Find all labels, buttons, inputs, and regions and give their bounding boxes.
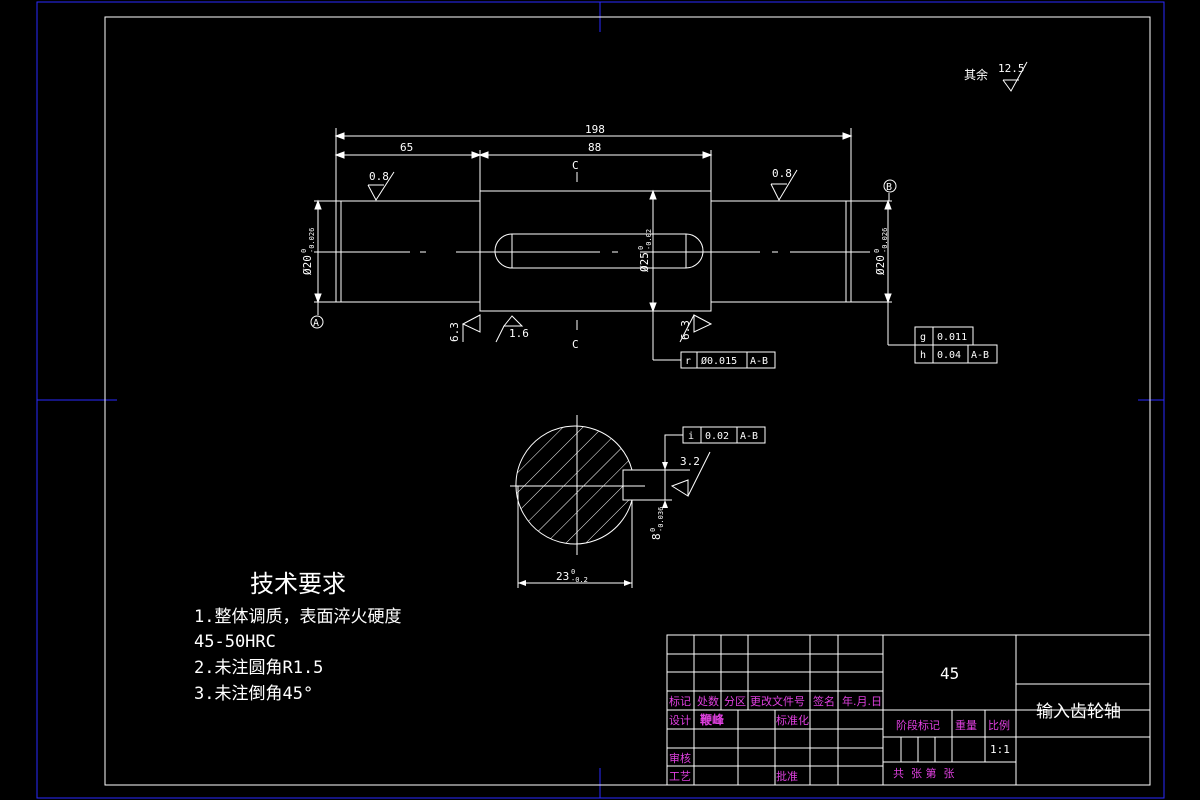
svg-text:Ø25: Ø25 (638, 252, 651, 272)
section-label-bottom: C (572, 338, 579, 351)
svg-text:年.月.日: 年.月.日 (842, 694, 882, 708)
svg-text:重量: 重量 (955, 718, 977, 732)
svg-text:0: 0 (571, 568, 575, 576)
svg-text:1:1: 1:1 (990, 743, 1010, 756)
svg-text:工艺: 工艺 (669, 770, 691, 783)
svg-text:审核: 审核 (669, 751, 691, 765)
svg-text:-0.2: -0.2 (571, 576, 588, 584)
svg-text:批准: 批准 (776, 769, 798, 783)
svg-text:6.3: 6.3 (448, 322, 461, 342)
svg-text:更改文件号: 更改文件号 (750, 694, 805, 708)
fcf-right (887, 302, 998, 364)
svg-text:设计: 设计 (669, 714, 691, 727)
svg-text:12.5: 12.5 (998, 62, 1025, 75)
svg-text:B: B (886, 182, 892, 193)
dim-left-seg: 65 (400, 141, 413, 154)
svg-text:0.011: 0.011 (937, 332, 967, 343)
title-block (666, 634, 1151, 786)
material-value: 45 (940, 664, 959, 683)
inner-border (104, 16, 1151, 786)
tech-line-2: 45-50HRC (194, 632, 276, 652)
svg-text:A: A (313, 318, 319, 329)
top-dimensions (334, 128, 853, 201)
svg-text:A-B: A-B (740, 431, 758, 442)
datum-a (310, 302, 324, 329)
svg-text:A-B: A-B (971, 350, 989, 361)
svg-text:Ø20: Ø20 (301, 255, 314, 275)
svg-text:r: r (685, 356, 691, 367)
tech-line-1: 1.整体调质，表面淬火硬度 (194, 607, 401, 627)
svg-text:0.8: 0.8 (772, 167, 792, 180)
drawing-frame (36, 1, 1165, 799)
svg-text:0.02: 0.02 (705, 431, 729, 442)
svg-text:Ø20: Ø20 (874, 255, 887, 275)
svg-text:分区: 分区 (724, 695, 746, 708)
shaft-profile (335, 190, 852, 312)
svg-text:阶段标记: 阶段标记 (896, 718, 940, 732)
svg-text:Ø0.015: Ø0.015 (701, 355, 737, 367)
tech-title: 技术要求 (250, 570, 346, 598)
dim-overall: 198 (585, 123, 605, 136)
tech-line-4: 3.未注倒角45° (194, 684, 313, 704)
svg-text:0: 0 (637, 246, 645, 250)
svg-text:比例: 比例 (988, 718, 1010, 732)
section-label-top: C (572, 159, 579, 172)
svg-text:0: 0 (300, 249, 308, 253)
svg-text:-0.036: -0.036 (657, 507, 665, 532)
svg-text:0.04: 0.04 (937, 350, 961, 361)
section-width-dim: 23 0 -0.2 (556, 568, 588, 584)
datum-b (883, 179, 897, 201)
svg-text:i: i (688, 431, 694, 442)
fcf-runout (652, 311, 776, 369)
svg-text:其余: 其余 (964, 67, 988, 82)
svg-text:签名: 签名 (813, 694, 835, 708)
svg-text:23: 23 (556, 570, 569, 583)
diameter-dimensions (314, 189, 892, 313)
svg-text:6.3: 6.3 (679, 320, 692, 340)
roughness-symbols (367, 169, 798, 343)
general-roughness: 其余 12.5 (964, 61, 1028, 92)
svg-text:0: 0 (873, 249, 881, 253)
svg-text:-0.026: -0.026 (308, 228, 316, 253)
svg-text:0.8: 0.8 (369, 170, 389, 183)
svg-text:A-B: A-B (750, 356, 768, 367)
svg-text:处数: 处数 (697, 695, 719, 708)
svg-text:8: 8 (650, 533, 663, 540)
svg-text:标准化: 标准化 (776, 713, 809, 727)
tech-line-3: 2.未注圆角R1.5 (194, 658, 323, 678)
svg-text:1.6: 1.6 (509, 327, 529, 340)
section-view (510, 415, 766, 588)
part-name: 输入齿轮轴 (1036, 702, 1121, 722)
svg-text:标记: 标记 (669, 694, 691, 708)
svg-text:h: h (920, 350, 926, 361)
dim-mid-seg: 88 (588, 141, 601, 154)
svg-text:3.2: 3.2 (680, 455, 700, 468)
svg-text:鞭峰: 鞭峰 (700, 712, 725, 727)
svg-text:-0.02: -0.02 (645, 229, 653, 250)
svg-text:-0.026: -0.026 (881, 228, 889, 253)
svg-text:共 张 第 张: 共 张 第 张 (893, 766, 954, 780)
svg-text:g: g (920, 332, 926, 343)
svg-text:0: 0 (649, 528, 657, 532)
